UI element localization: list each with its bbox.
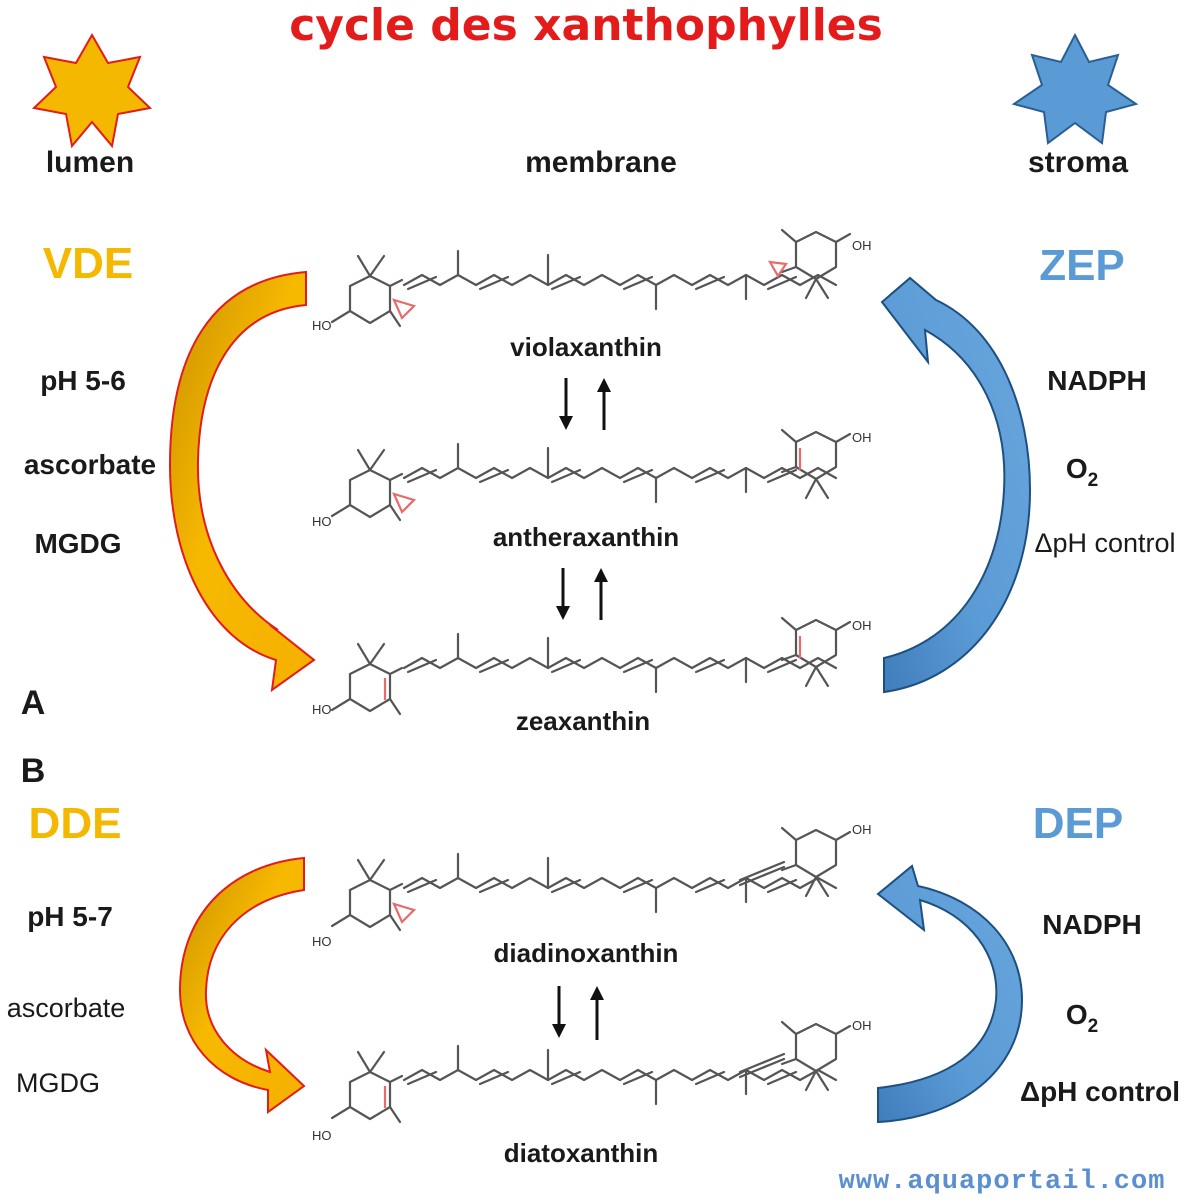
panel-a-label: A — [21, 684, 46, 722]
molecule-zeaxanthin: zeaxanthin — [516, 706, 650, 736]
website-url[interactable]: www.aquaportail.com — [839, 1167, 1166, 1197]
antheraxanthin-structure: HO OH — [312, 428, 872, 529]
hydroxyl-right: OH — [852, 618, 872, 633]
panel-b-condition-o2: O2 — [1066, 999, 1098, 1037]
triple-bond — [738, 860, 786, 882]
hydroxyl-left: HO — [312, 702, 332, 717]
membrane-label: membrane — [525, 146, 677, 179]
hydroxyl-right: OH — [852, 1018, 872, 1033]
panel-b-label: B — [21, 752, 46, 790]
panel-a-condition-nadph: NADPH — [1047, 365, 1147, 396]
dde-enzyme-label: DDE — [29, 799, 122, 848]
hydroxyl-right: OH — [852, 430, 872, 445]
vde-enzyme-label: VDE — [43, 239, 133, 288]
panel-a-condition-mgdg: MGDG — [34, 528, 121, 559]
blue-star-icon — [1011, 32, 1139, 145]
hydroxyl-left: HO — [312, 934, 332, 949]
hydroxyl-right: OH — [852, 238, 872, 253]
hydroxyl-left: HO — [312, 514, 332, 529]
violaxanthin-structure: HO OH — [312, 228, 872, 333]
molecule-diadinoxanthin: diadinoxanthin — [494, 938, 679, 968]
diadinoxanthin-structure: HO OH — [312, 822, 872, 949]
epoxide-group — [392, 902, 417, 924]
equilibrium-arrows-diadino-diato — [552, 986, 604, 1040]
panel-b-condition-ph: pH 5-7 — [27, 901, 113, 932]
panel-a-condition-ascorbate: ascorbate — [24, 449, 156, 480]
panel-b-condition-dph: ΔpH control — [1020, 1076, 1180, 1107]
diagram-title: cycle des xanthophylles — [289, 0, 883, 51]
sun-star-icon — [31, 32, 153, 149]
hydroxyl-left: HO — [312, 318, 332, 333]
zeaxanthin-structure: HO OH — [312, 616, 872, 717]
panel-b-condition-mgdg: MGDG — [16, 1068, 100, 1098]
epoxide-group — [392, 492, 417, 514]
zep-conversion-arrow — [880, 276, 1032, 694]
panel-a-condition-ph: pH 5-6 — [40, 365, 126, 396]
panel-a-condition-dph: ΔpH control — [1034, 528, 1175, 558]
panel-b-condition-ascorbate: ascorbate — [7, 993, 126, 1023]
panel-b-condition-nadph: NADPH — [1042, 909, 1142, 940]
epoxide-group — [392, 298, 417, 320]
triple-bond — [738, 1052, 786, 1074]
vde-conversion-arrow — [168, 270, 316, 693]
diatoxanthin-structure: HO OH — [312, 1018, 872, 1143]
dde-conversion-arrow — [178, 856, 306, 1114]
epoxide-group-right — [767, 260, 788, 279]
equilibrium-arrows-viola-anthera — [559, 378, 611, 430]
equilibrium-arrows-anthera-zea — [556, 568, 608, 620]
stroma-label: stroma — [1028, 146, 1128, 179]
zep-enzyme-label: ZEP — [1039, 241, 1125, 290]
molecule-violaxanthin: violaxanthin — [510, 332, 662, 362]
lumen-label: lumen — [46, 146, 134, 179]
molecule-diatoxanthin: diatoxanthin — [504, 1138, 659, 1168]
hydroxyl-left: HO — [312, 1128, 332, 1143]
molecule-antheraxanthin: antheraxanthin — [493, 522, 679, 552]
dep-enzyme-label: DEP — [1033, 799, 1123, 848]
panel-a-condition-o2: O2 — [1066, 453, 1098, 491]
dep-conversion-arrow — [876, 864, 1024, 1124]
hydroxyl-right: OH — [852, 822, 872, 837]
